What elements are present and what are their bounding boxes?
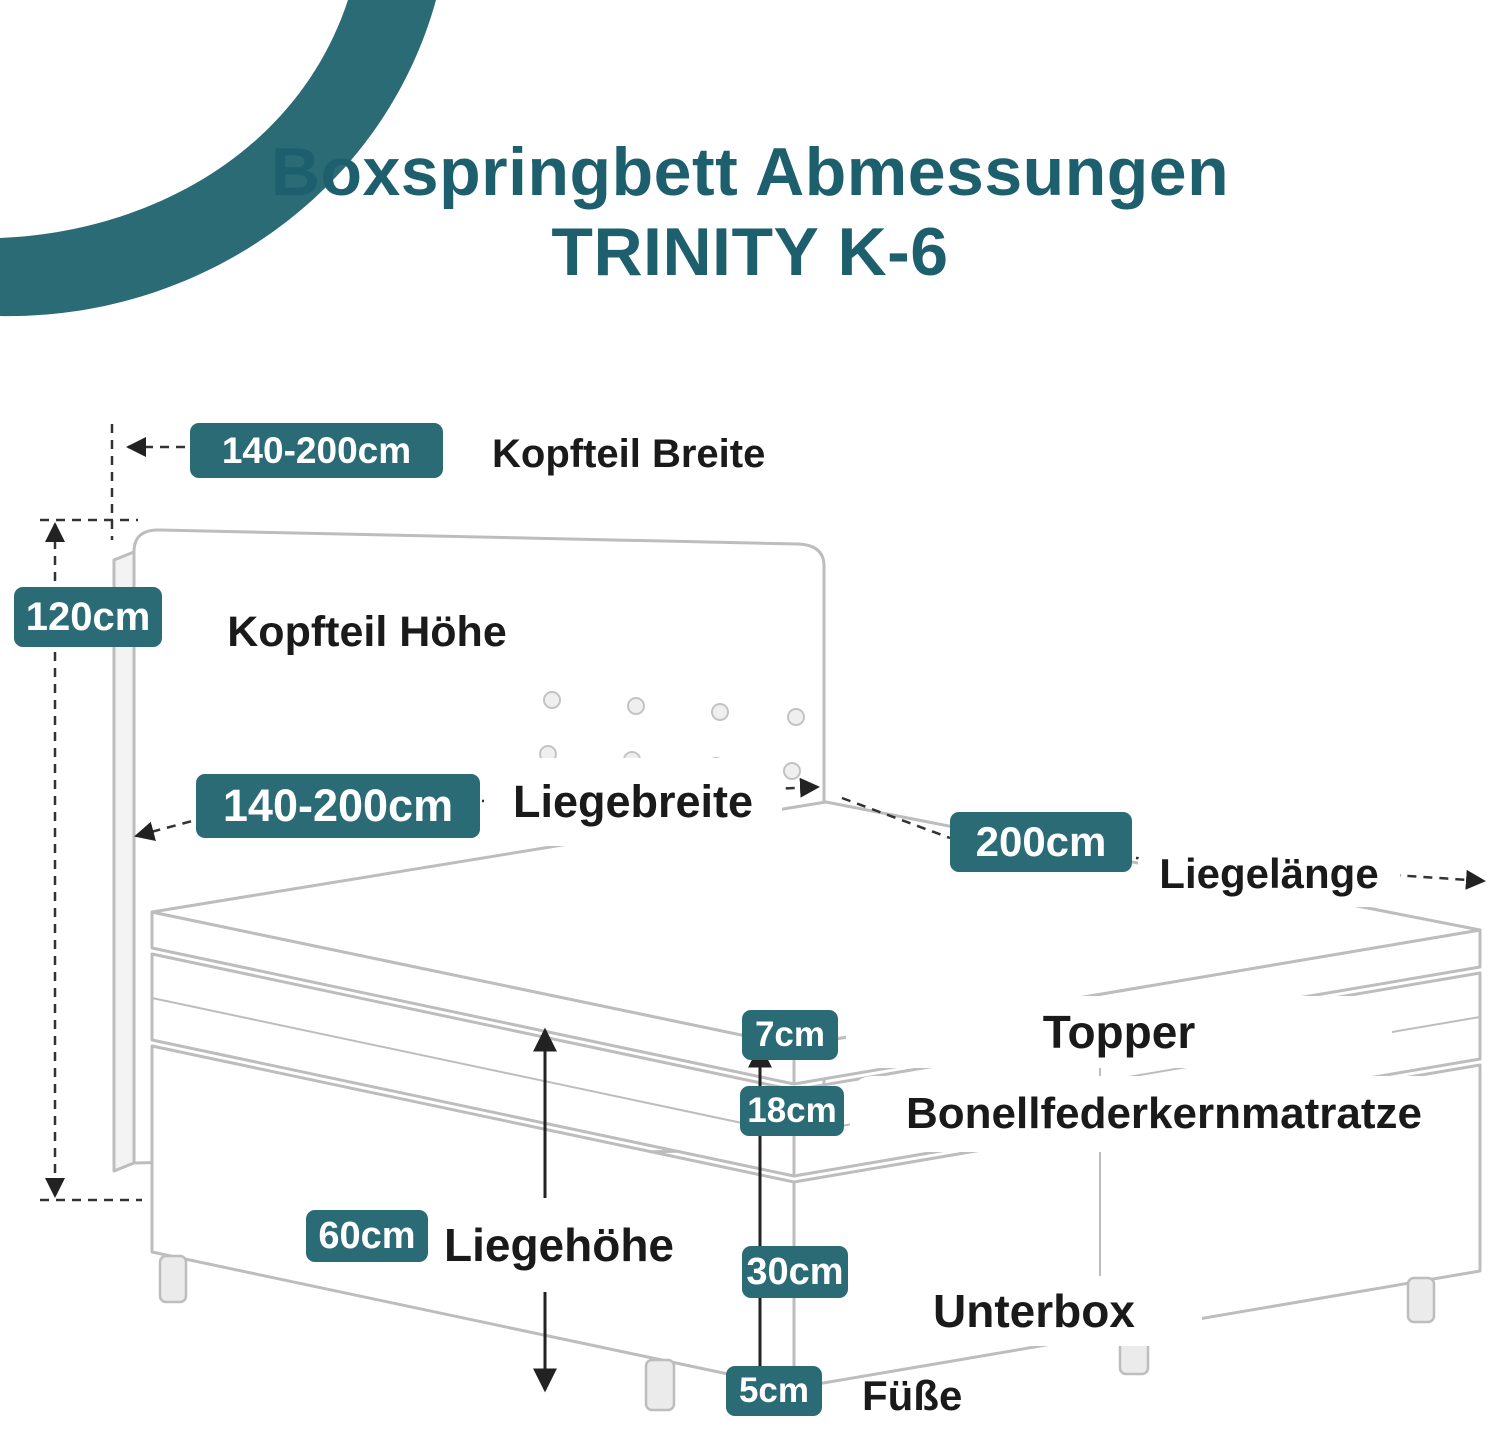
dimension-label-kopfteil-hoehe: Kopfteil Höhe bbox=[172, 582, 562, 682]
dimension-label-liegehoehe: Liegehöhe bbox=[428, 1198, 690, 1292]
dimension-label-bonellfederkernmatratze: Bonellfederkernmatratze bbox=[850, 1076, 1478, 1152]
dimension-badge-unterbox: 30cm bbox=[742, 1246, 848, 1298]
dimension-label-liegebreite: Liegebreite bbox=[484, 758, 782, 846]
dimension-badge-liegebreite: 140-200cm bbox=[196, 774, 480, 838]
dimension-label-liegelaenge: Liegelänge bbox=[1138, 841, 1400, 907]
dimension-badge-fuesse: 5cm bbox=[726, 1366, 822, 1416]
page-title-line1: Boxspringbett Abmessungen bbox=[270, 134, 1230, 210]
dimension-label-topper: Topper bbox=[846, 996, 1392, 1068]
dimension-badge-liegehoehe: 60cm bbox=[306, 1210, 428, 1262]
dimension-label-unterbox: Unterbox bbox=[866, 1276, 1202, 1346]
dimension-badge-kopfteil-hoehe: 120cm bbox=[14, 587, 162, 647]
dimension-label-kopfteil-breite: Kopfteil Breite bbox=[492, 431, 766, 476]
corner-arc-icon bbox=[0, 0, 436, 317]
dimension-badge-bonellfederkernmatratze: 18cm bbox=[740, 1086, 844, 1136]
page-title: Boxspringbett Abmessungen TRINITY K-6 bbox=[0, 132, 1500, 292]
dimension-badge-topper: 7cm bbox=[742, 1010, 838, 1060]
dimension-badge-liegelaenge: 200cm bbox=[950, 812, 1132, 872]
dimension-label-fuesse: Füße bbox=[862, 1372, 963, 1419]
page-title-line2: TRINITY K-6 bbox=[551, 214, 949, 291]
dimension-badge-kopfteil-breite: 140-200cm bbox=[190, 423, 443, 478]
